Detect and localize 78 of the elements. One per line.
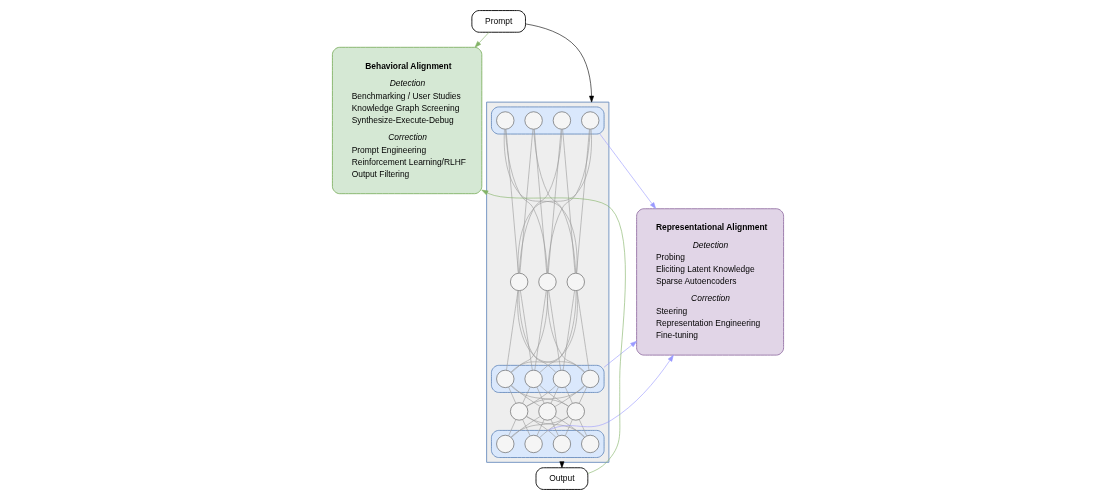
- node-circle: [552, 369, 571, 388]
- connector: [564, 419, 573, 437]
- node-box: Prompt: [470, 10, 526, 33]
- connector: [518, 290, 556, 373]
- connector: [507, 386, 516, 404]
- node-circle: [552, 434, 571, 453]
- connector: [510, 416, 540, 438]
- connector: [546, 290, 584, 373]
- node-circle: [580, 434, 599, 453]
- node-circle: [524, 111, 543, 130]
- connector: [534, 290, 547, 371]
- connector: [519, 128, 533, 274]
- connector: [525, 385, 556, 407]
- connector: [564, 386, 573, 404]
- connector: [510, 385, 569, 407]
- connector: [510, 290, 578, 373]
- node-circle: [509, 272, 528, 291]
- node-box: Behavioral Alignment Detection Benchmarking / User Studies Knowledge Graph Screening Synthesize-Execute-Debug Correction Prompt Engineering Reinforcement Learning/RLHF Output Filtering: [331, 46, 482, 195]
- node-circle: [495, 434, 514, 453]
- node-circle: [580, 111, 599, 130]
- connector: [546, 129, 590, 274]
- node-circle: [566, 402, 585, 421]
- connector: [578, 419, 587, 437]
- arrow: [547, 354, 674, 431]
- node-circle: [580, 369, 599, 388]
- connector: [538, 416, 569, 438]
- connector: [547, 290, 561, 371]
- connector: [562, 290, 575, 371]
- connector: [521, 419, 530, 437]
- connector: [510, 384, 540, 407]
- connector: [518, 129, 562, 274]
- node-circle: [495, 369, 514, 388]
- arrow: [481, 189, 626, 474]
- connector: [510, 416, 569, 438]
- node-circle: [524, 434, 543, 453]
- connector: [554, 415, 585, 438]
- connector: [554, 385, 585, 407]
- connector: [550, 386, 559, 404]
- node-circle: [537, 402, 556, 421]
- node-circle: [537, 272, 556, 291]
- connector: [510, 290, 548, 373]
- connector: [538, 290, 576, 373]
- connector: [525, 385, 585, 407]
- connector: [538, 384, 569, 407]
- connector: [533, 129, 576, 274]
- connector: [525, 415, 556, 438]
- connector: [519, 290, 533, 371]
- connector: [536, 386, 544, 404]
- node-box: Output: [535, 467, 588, 490]
- node-circle: [566, 272, 585, 291]
- connector: [521, 386, 530, 404]
- connector: [505, 290, 518, 371]
- connector: [533, 128, 547, 274]
- connector: [561, 128, 575, 274]
- connector: [507, 419, 516, 437]
- connector: [547, 128, 561, 274]
- arrow: [599, 133, 656, 209]
- node-circle: [509, 402, 528, 421]
- connector: [504, 129, 548, 274]
- arrow: [603, 340, 637, 368]
- node-box: Representational Alignment Detection Probing Eliciting Latent Knowledge Sparse Autoencoders Correction Steering Representation Engineering Fine-tuning: [635, 208, 784, 356]
- node-circle: [524, 369, 543, 388]
- cluster: [490, 106, 605, 135]
- node-circle: [552, 111, 571, 130]
- arrow: [524, 23, 594, 103]
- connector: [536, 419, 544, 437]
- arrow: [474, 32, 489, 48]
- connector: [550, 419, 559, 437]
- connector: [578, 386, 587, 404]
- connector: [503, 129, 577, 274]
- node-circle: [495, 111, 514, 130]
- connector: [505, 128, 519, 274]
- cluster: [490, 364, 605, 393]
- cluster: [490, 429, 605, 458]
- connector: [517, 129, 592, 274]
- connector: [516, 290, 585, 373]
- cluster: [485, 101, 609, 463]
- connector: [525, 416, 585, 438]
